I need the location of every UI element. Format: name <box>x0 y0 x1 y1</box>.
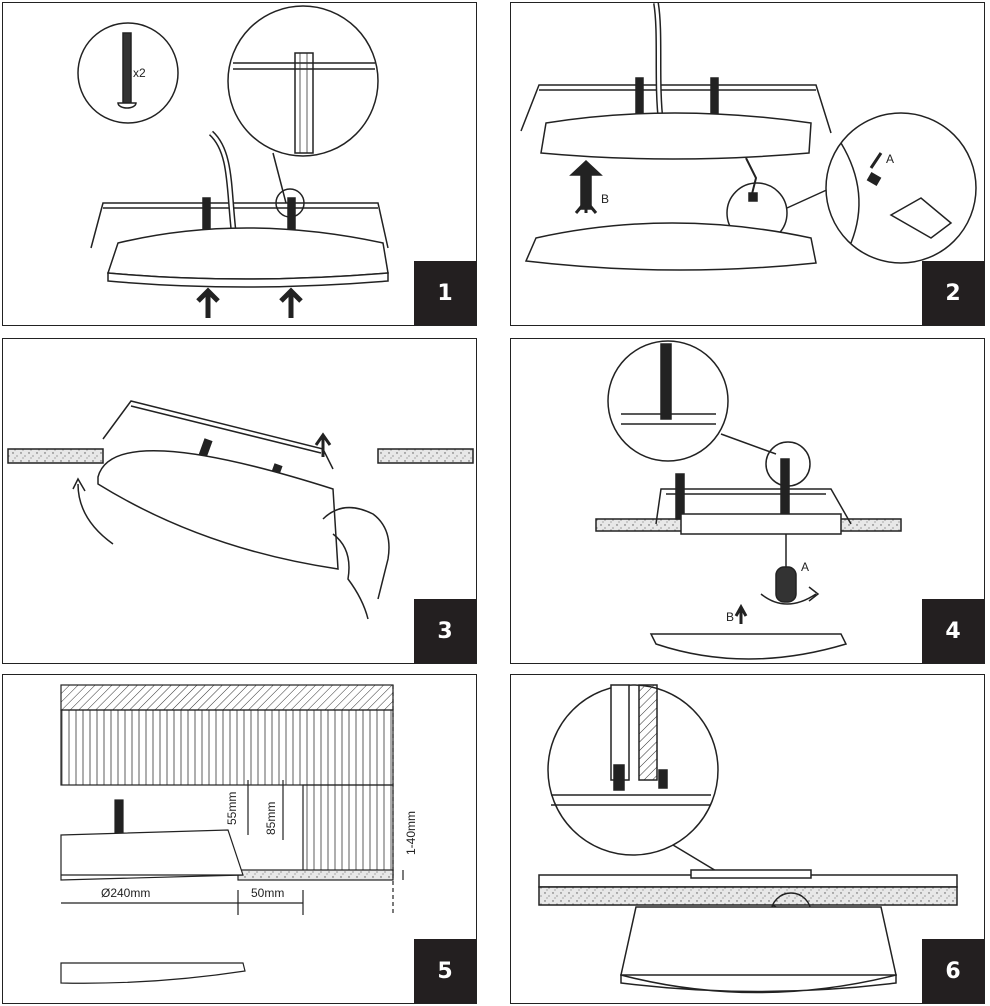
mounting-bracket <box>655 488 852 525</box>
label-a: A <box>801 560 809 574</box>
step-number: 3 <box>414 599 476 663</box>
connector-detail-circle <box>825 112 977 264</box>
label-a: A <box>886 152 894 166</box>
lamp-diffuser <box>524 222 817 271</box>
ceiling-right <box>377 448 474 464</box>
step-4-panel: A B 4 <box>510 338 985 664</box>
step-2-panel: B A 2 <box>510 2 985 326</box>
lamp-body <box>620 906 897 976</box>
lamp-base <box>540 112 812 160</box>
step-3-panel: 3 <box>2 338 477 664</box>
hand <box>322 506 390 620</box>
lamp-body <box>97 450 339 570</box>
dim-50: 50mm <box>251 886 284 900</box>
step-number: 5 <box>414 939 476 1003</box>
step-6-panel: 6 <box>510 674 985 1004</box>
lamp-diffuser <box>60 962 246 984</box>
step-5-panel: 55mm 85mm 1-40mm Ø240mm 50mm 5 <box>2 674 477 1004</box>
clip-detail-circle <box>547 684 719 856</box>
step-number: 6 <box>922 939 984 1003</box>
lamp-section <box>60 829 244 881</box>
lamp-base <box>106 227 389 280</box>
lamp-diffuser <box>649 633 848 660</box>
step-1-panel: x2 1 <box>2 2 477 326</box>
dim-55: 55mm <box>225 792 239 825</box>
ceiling-hatch <box>60 684 394 711</box>
ceiling-joists <box>60 709 394 786</box>
dim-240: Ø240mm <box>101 886 150 900</box>
plaster-board <box>538 886 958 906</box>
label-b: B <box>601 192 609 206</box>
step-number: 1 <box>414 261 476 325</box>
quantity-label: x2 <box>133 66 146 80</box>
label-b: B <box>726 610 734 624</box>
plaster-board <box>237 869 394 881</box>
dim-1-40: 1-40mm <box>404 811 418 855</box>
step-number: 2 <box>922 261 984 325</box>
step-number: 4 <box>922 599 984 663</box>
dim-85: 85mm <box>264 802 278 835</box>
ceiling-left <box>7 448 104 464</box>
mounting-bracket <box>90 202 389 249</box>
